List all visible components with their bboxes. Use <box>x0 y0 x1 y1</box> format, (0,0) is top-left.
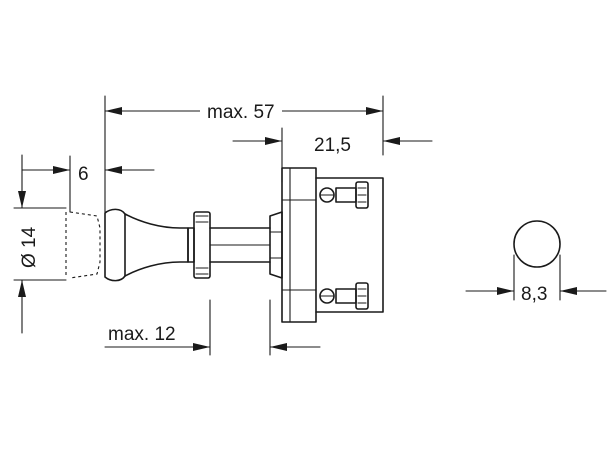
mounting-hole-circle <box>513 220 561 268</box>
label-bg-overall <box>200 98 282 124</box>
terminal-bottom-clamp <box>335 288 357 304</box>
arrow-overall-right <box>366 107 383 115</box>
knob-head <box>104 208 126 282</box>
dim-label-body-length: 21,5 <box>314 135 351 156</box>
arrow-dia-bottom <box>18 280 26 297</box>
arrow-shaft-right <box>270 343 287 351</box>
knob-pulled-phantom <box>69 211 101 279</box>
arrow-hole-right <box>560 287 577 295</box>
dim-label-knob-length: 6 <box>78 164 89 185</box>
terminal-bottom-screw <box>355 282 369 310</box>
terminal-top-clamp <box>335 187 357 203</box>
terminal-top-screw <box>355 181 369 209</box>
arrow-knob-right <box>105 166 122 174</box>
bushing-collar <box>187 227 195 263</box>
switch-body-front <box>281 167 317 323</box>
arrow-hole-left <box>497 287 514 295</box>
hex-lock-nut <box>269 211 283 279</box>
dim-label-overall-length: max. 57 <box>207 102 275 123</box>
switch-body-rear <box>315 177 384 313</box>
dim-label-knob-diameter: Ø 14 <box>19 226 40 268</box>
dim-label-shaft-length: max. 12 <box>108 324 176 345</box>
arrow-knob-left <box>53 166 70 174</box>
arrow-shaft-left <box>193 343 210 351</box>
knob-neck <box>124 213 189 277</box>
arrow-overall-left <box>105 107 122 115</box>
arrow-body-right <box>383 137 400 145</box>
dim-label-mounting-hole: 8,3 <box>521 284 547 305</box>
arrow-dia-top <box>18 191 26 208</box>
arrow-body-left <box>265 137 282 145</box>
